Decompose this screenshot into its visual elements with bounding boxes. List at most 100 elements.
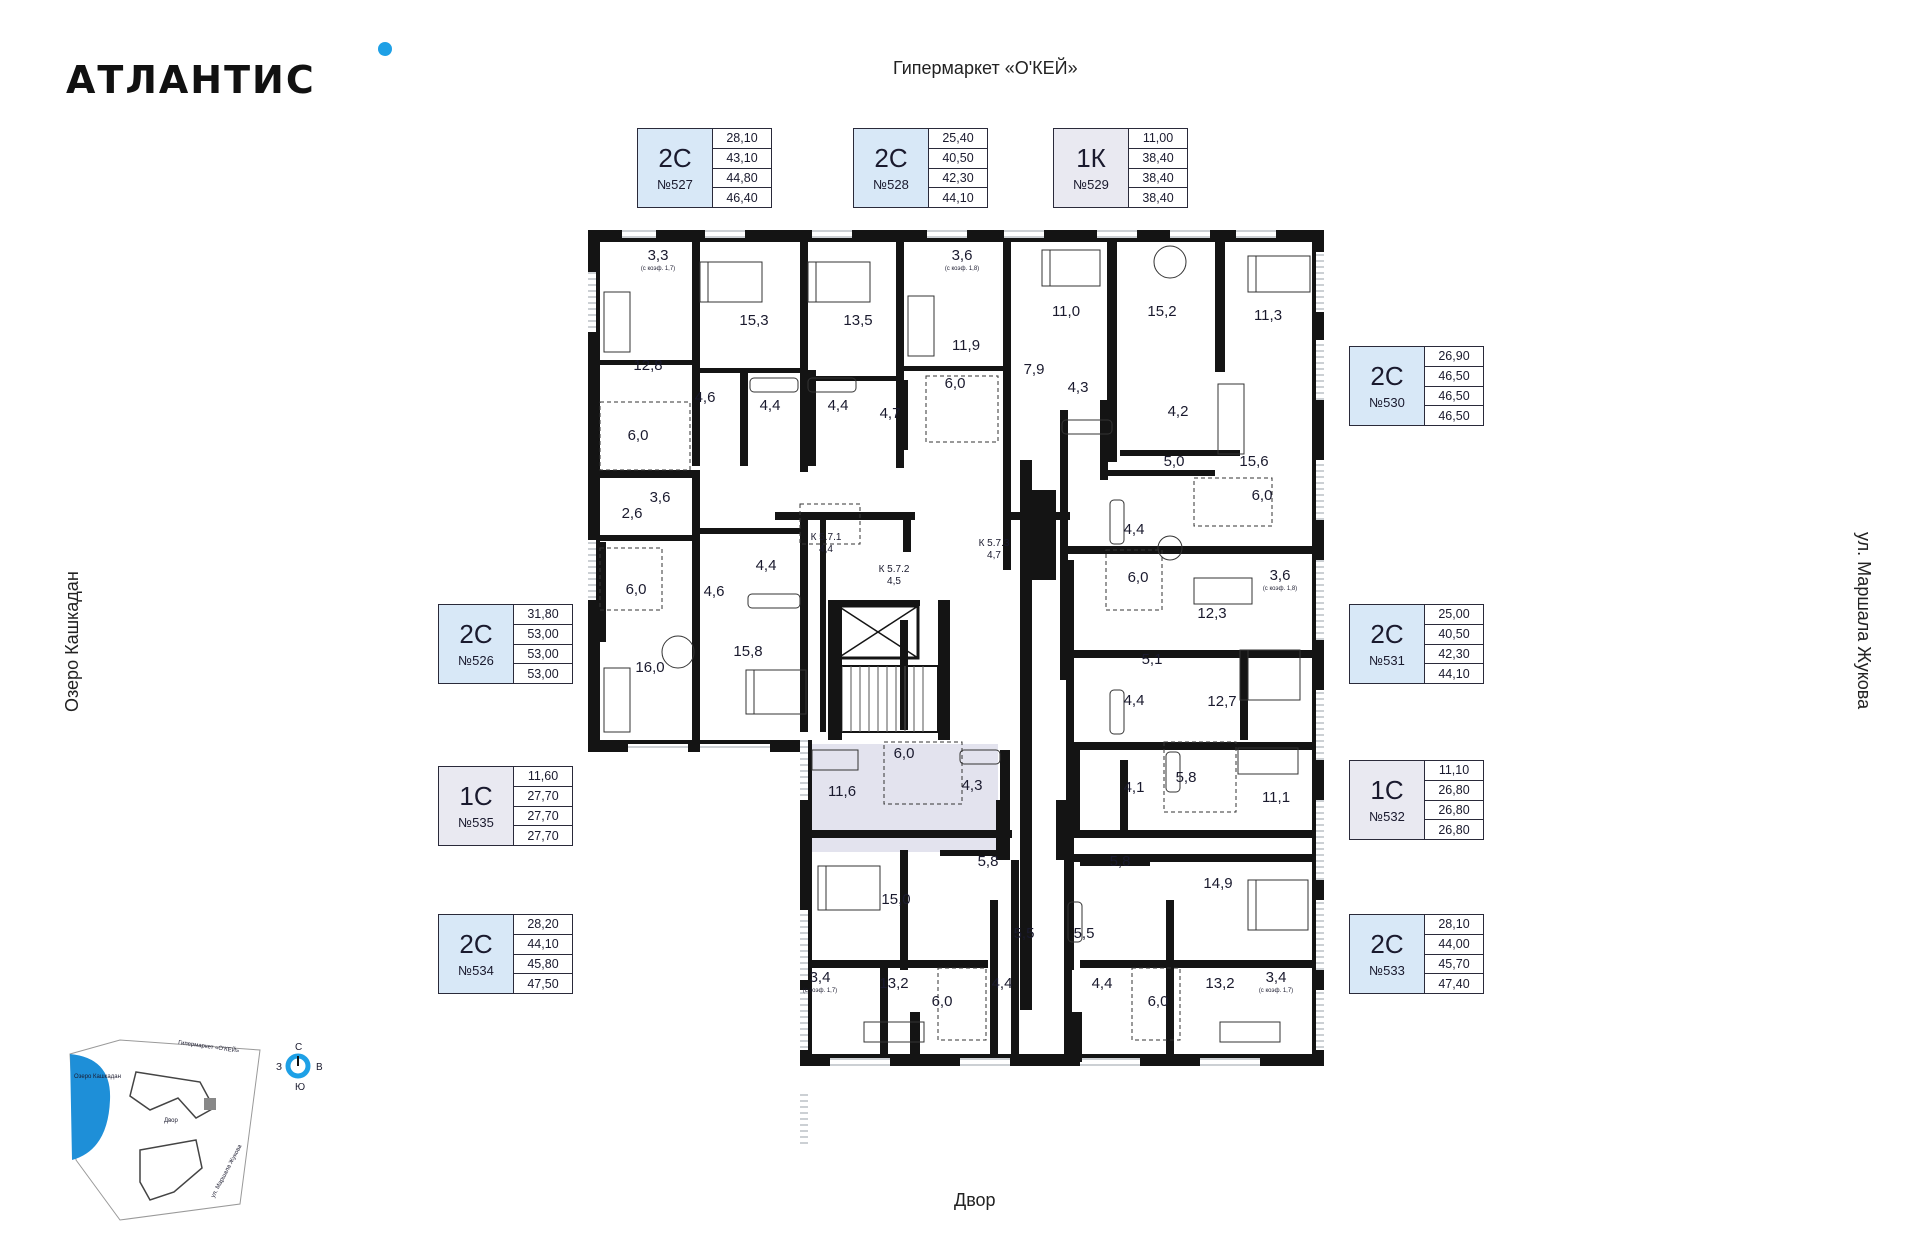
interior-wall bbox=[1080, 960, 1312, 968]
bed bbox=[1239, 649, 1301, 701]
room-label: 4,6 bbox=[704, 583, 725, 600]
site-minimap: Гипермаркет «О'КЕЙ»Озеро КашкаданДворул.… bbox=[69, 1038, 261, 1221]
room-area: 16,0 bbox=[635, 659, 664, 676]
bathtub bbox=[959, 749, 1001, 765]
interior-wall bbox=[692, 470, 700, 752]
interior-wall bbox=[1066, 830, 1316, 838]
room-label: 2,6 bbox=[622, 505, 643, 522]
room-area: 12,8 bbox=[633, 357, 662, 374]
interior-wall bbox=[1240, 650, 1248, 740]
room-area: К 5.7.3 bbox=[979, 538, 1010, 549]
room-label: 11,1 bbox=[1262, 789, 1290, 806]
interior-wall bbox=[800, 830, 1012, 838]
area-value: 26,90 bbox=[1425, 347, 1483, 367]
room-label: 13,5 bbox=[843, 312, 872, 329]
room-label: 4,1 bbox=[1124, 779, 1145, 796]
minimap-lake-label: Озеро Кашкадан bbox=[74, 1074, 121, 1080]
room-label: 4,4 bbox=[828, 397, 849, 414]
apartment-number: №535 bbox=[458, 814, 494, 830]
room-label: 4,7 bbox=[880, 405, 901, 422]
window bbox=[800, 740, 808, 800]
interior-wall bbox=[996, 800, 1010, 860]
sofa bbox=[811, 749, 859, 771]
area-value: 26,80 bbox=[1438, 822, 1470, 837]
room-label: 4,3 bbox=[1068, 379, 1089, 396]
interior-wall bbox=[600, 542, 606, 642]
interior-wall bbox=[600, 360, 692, 365]
area-value: 53,00 bbox=[514, 625, 572, 645]
interior-wall bbox=[1072, 1012, 1082, 1062]
type-code: 1С bbox=[459, 780, 493, 811]
type-code: 2С bbox=[874, 142, 908, 173]
room-area: 4,3 bbox=[1068, 379, 1089, 396]
area-value: 11,60 bbox=[514, 767, 572, 787]
room-area: 4,6 bbox=[695, 389, 716, 406]
area-value: 25,00 bbox=[1425, 605, 1483, 625]
area-value: 11,00 bbox=[1129, 129, 1187, 149]
room-area: 4,7 bbox=[880, 405, 901, 422]
room-label: 7,9 bbox=[1024, 361, 1045, 378]
room-area-note: (с коэф. 1,8) bbox=[1263, 586, 1297, 592]
interior-wall bbox=[900, 380, 908, 450]
room-label: 4,4 bbox=[760, 397, 781, 414]
room-label: 4,3 bbox=[962, 777, 983, 794]
room-label: 6,0 bbox=[1252, 487, 1273, 504]
interior-wall bbox=[1215, 242, 1225, 372]
interior-wall bbox=[1066, 650, 1312, 658]
area-value: 38,40 bbox=[1142, 190, 1174, 205]
room-area: 12,7 bbox=[1207, 693, 1236, 710]
area-value: 28,10 bbox=[713, 129, 771, 149]
window bbox=[927, 230, 967, 238]
area-value: 46,40 bbox=[726, 190, 758, 205]
window bbox=[1170, 230, 1210, 238]
room-label: 4,2 bbox=[1168, 403, 1189, 420]
window bbox=[1316, 900, 1324, 970]
room-area: 4,4 bbox=[1124, 521, 1145, 538]
core-column bbox=[1020, 490, 1056, 580]
room-label: 3,6(с коэф. 1,8) bbox=[1263, 567, 1297, 592]
room-label: 11,0 bbox=[1052, 303, 1080, 320]
interior-wall bbox=[880, 966, 888, 1054]
interior-wall bbox=[1064, 860, 1072, 1054]
area-value: 53,00 bbox=[527, 666, 559, 681]
bed bbox=[817, 865, 881, 911]
apartment-number: №527 bbox=[657, 176, 693, 192]
interior-wall bbox=[904, 366, 1004, 371]
room-label: К 5.7.14,4 bbox=[811, 532, 842, 555]
room-label: 3,3(с коэф. 1,7) bbox=[641, 247, 675, 272]
interior-wall bbox=[830, 600, 920, 606]
room-label: 5,8 bbox=[1110, 853, 1131, 870]
interior-wall bbox=[600, 470, 700, 478]
area-value: 44,00 bbox=[1425, 935, 1483, 955]
area-value: 26,80 bbox=[1425, 781, 1483, 801]
area-value: 44,10 bbox=[514, 935, 572, 955]
room-area: 13,2 bbox=[1205, 975, 1234, 992]
compass-s: Ю bbox=[295, 1082, 305, 1093]
building-block-2 bbox=[139, 1139, 203, 1201]
area-value: 46,50 bbox=[1438, 408, 1470, 423]
area-value: 47,50 bbox=[527, 976, 559, 991]
interior-wall bbox=[1003, 470, 1011, 570]
kitchen-zone bbox=[937, 967, 987, 1041]
room-label: 4,4 bbox=[1124, 521, 1145, 538]
room-label: К 5.7.34,7 bbox=[979, 538, 1010, 561]
kitchen-zone bbox=[799, 503, 861, 545]
area-value: 42,30 bbox=[1425, 645, 1483, 665]
apartment-type: 1С №535 bbox=[439, 767, 514, 845]
room-label: 3,6(с коэф. 1,8) bbox=[945, 247, 979, 272]
room-area: 4,4 bbox=[1092, 975, 1113, 992]
room-label: 12,3 bbox=[1197, 605, 1226, 622]
bed bbox=[807, 261, 871, 303]
